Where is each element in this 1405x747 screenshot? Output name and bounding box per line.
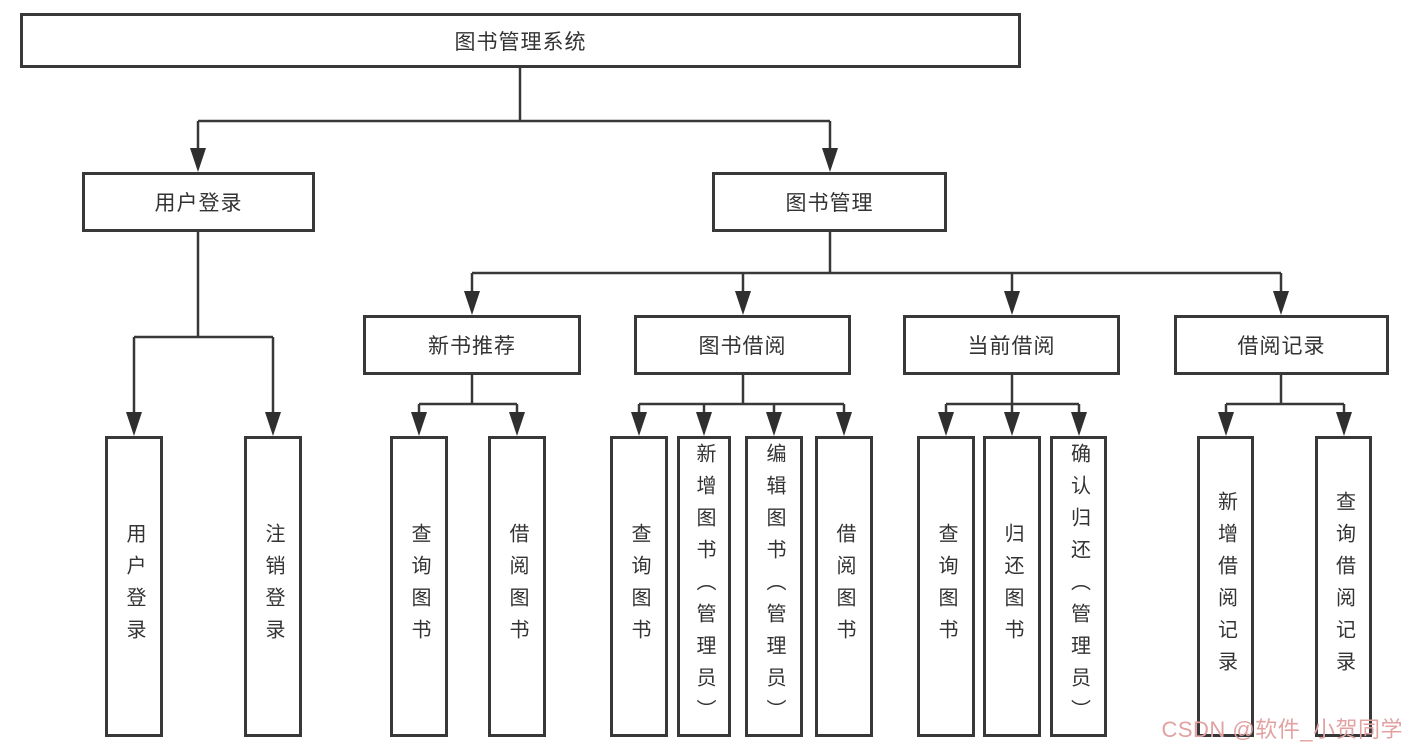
leaf-confirm-return-admin: 确认归还（管理员） xyxy=(1050,436,1107,737)
leaf-query-borrow-record: 查询借阅记录 xyxy=(1315,436,1372,737)
node-root-library-system: 图书管理系统 xyxy=(20,13,1021,68)
node-book-management-branch: 图书管理 xyxy=(712,172,947,232)
leaf-user-login: 用户登录 xyxy=(105,436,163,737)
leaf-logout: 注销登录 xyxy=(244,436,302,737)
node-borrowing-records: 借阅记录 xyxy=(1174,315,1389,375)
leaf-edit-book-admin: 编辑图书（管理员） xyxy=(745,436,803,737)
leaf-borrow-books: 借阅图书 xyxy=(815,436,873,737)
leaf-query-books-recommend: 查询图书 xyxy=(390,436,448,737)
leaf-query-books-borrowing: 查询图书 xyxy=(610,436,668,737)
leaf-return-books: 归还图书 xyxy=(983,436,1041,737)
leaf-borrow-books-recommend: 借阅图书 xyxy=(488,436,546,737)
csdn-watermark: CSDN @软件_小贺同学 xyxy=(1161,717,1403,742)
node-book-borrowing: 图书借阅 xyxy=(634,315,851,375)
leaf-query-books-current: 查询图书 xyxy=(917,436,975,737)
node-user-login-branch: 用户登录 xyxy=(82,172,315,232)
leaf-add-borrow-record: 新增借阅记录 xyxy=(1197,436,1254,737)
node-current-borrowing: 当前借阅 xyxy=(903,315,1120,375)
node-new-book-recommend: 新书推荐 xyxy=(363,315,581,375)
leaf-add-book-admin: 新增图书（管理员） xyxy=(677,436,731,737)
arrowheads xyxy=(126,148,1352,436)
